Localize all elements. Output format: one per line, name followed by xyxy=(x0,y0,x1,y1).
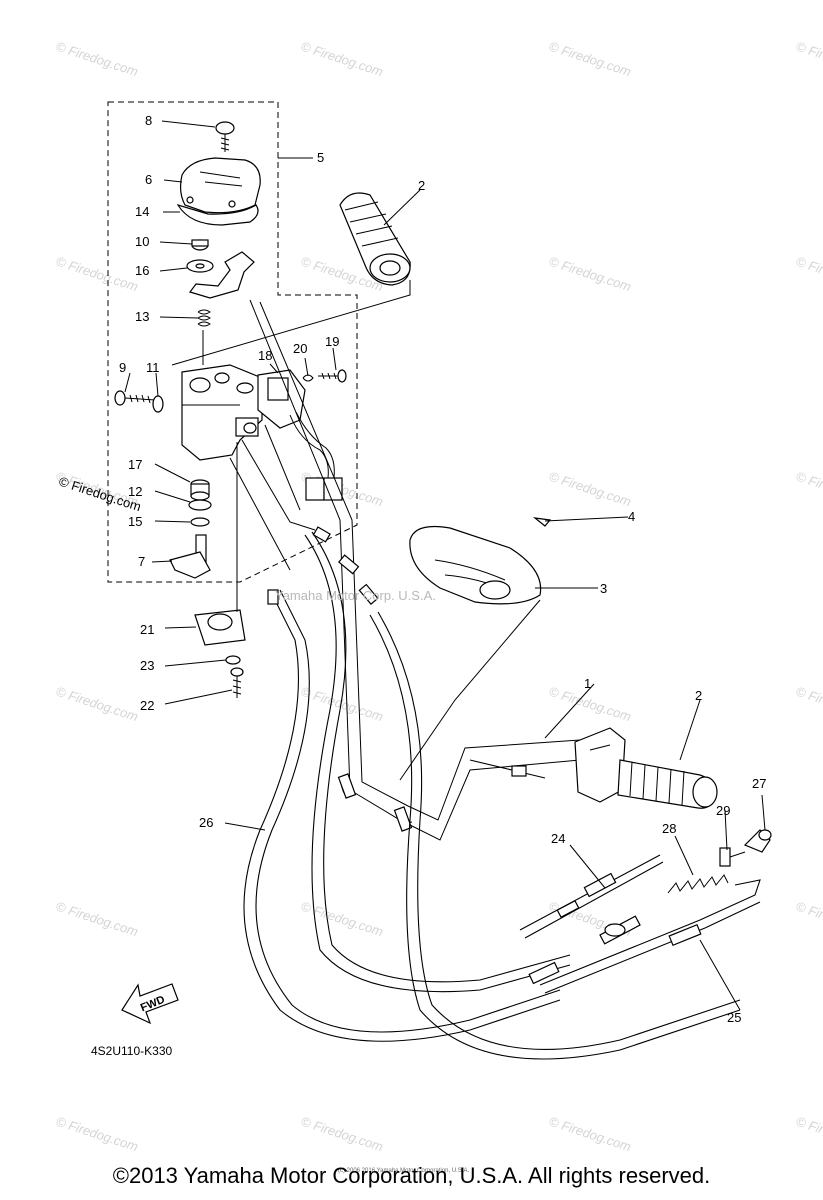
callout-2a: 2 xyxy=(418,178,425,193)
callout-22: 22 xyxy=(140,698,154,713)
callout-19: 19 xyxy=(325,334,339,349)
watermark-text: © Firedog.com xyxy=(794,39,823,80)
callout-5: 5 xyxy=(317,150,324,165)
callout-23: 23 xyxy=(140,658,154,673)
callout-9: 9 xyxy=(119,360,126,375)
watermark-text: © Firedog.com xyxy=(547,1114,633,1155)
watermark-text: © Firedog.com xyxy=(794,254,823,295)
bushing-17 xyxy=(190,479,210,501)
watermark-text: © Firedog.com xyxy=(299,684,385,725)
gasket-14 xyxy=(176,203,259,226)
washer-23 xyxy=(225,655,241,665)
assembly-box xyxy=(107,101,358,583)
watermark-text: © Firedog.com xyxy=(54,899,140,940)
bolt-22 xyxy=(230,667,244,698)
center-watermark: Yamaha Motor Corp. U.S.A. xyxy=(275,588,436,603)
boot-27 xyxy=(743,829,772,853)
clamp-21 xyxy=(194,609,246,646)
callout-26: 26 xyxy=(199,815,213,830)
callout-17: 17 xyxy=(128,457,142,472)
watermark-text: © Firedog.com xyxy=(54,39,140,80)
watermark-text: © Firedog.com xyxy=(794,684,823,725)
watermark-text: © Firedog.com xyxy=(299,39,385,80)
watermark-text: © Firedog.com xyxy=(54,684,140,725)
watermark-text: © Firedog.com xyxy=(54,1114,140,1155)
callout-3: 3 xyxy=(600,581,607,596)
callout-7: 7 xyxy=(138,554,145,569)
handle-grip-upper xyxy=(339,192,411,286)
watermark-text: © Firedog.com xyxy=(54,254,140,295)
watermark-text: © Firedog.com xyxy=(547,254,633,295)
callout-8: 8 xyxy=(145,113,152,128)
callout-29: 29 xyxy=(716,803,730,818)
adjuster-29 xyxy=(719,847,746,867)
washer-11 xyxy=(152,395,164,413)
callout-15: 15 xyxy=(128,514,142,529)
clip-4 xyxy=(532,517,552,527)
watermark-text: © Firedog.com xyxy=(299,1114,385,1155)
callout-21: 21 xyxy=(140,622,154,637)
washer-12 xyxy=(188,499,212,511)
callouts: 1 2 2 3 4 5 6 7 8 9 10 11 12 13 14 15 16… xyxy=(119,113,766,1025)
throttle-cover-3 xyxy=(409,525,542,605)
switch-housing-on-bar xyxy=(574,727,626,803)
watermark-text: © Firedog.com xyxy=(547,39,633,80)
callout-10: 10 xyxy=(135,234,149,249)
diagram-code: 4S2U110-K330 xyxy=(91,1044,172,1058)
lever-7 xyxy=(169,534,211,579)
clip-20 xyxy=(302,374,314,382)
callout-18: 18 xyxy=(258,348,272,363)
callout-1: 1 xyxy=(584,676,591,691)
washer-16 xyxy=(186,259,214,273)
callout-11: 11 xyxy=(146,360,160,375)
callout-20: 20 xyxy=(293,341,307,356)
handlebar-1 xyxy=(249,299,581,841)
callout-14: 14 xyxy=(135,204,149,219)
spring-13 xyxy=(197,309,211,327)
watermark-text: © Firedog.com xyxy=(794,469,823,510)
screw-19 xyxy=(318,369,347,383)
handle-grip-lower xyxy=(617,759,718,809)
callout-2b: 2 xyxy=(695,688,702,703)
callout-16: 16 xyxy=(135,263,149,278)
washer-15 xyxy=(190,517,210,527)
fine-print: (c) 2006 2016 Yamaha Motor Corporation, … xyxy=(338,1168,470,1174)
callout-27: 27 xyxy=(752,776,766,791)
bolt-9 xyxy=(114,390,156,406)
watermark-text: © Firedog.com xyxy=(794,899,823,940)
callout-24: 24 xyxy=(551,831,565,846)
throttle-lever-18 xyxy=(257,369,343,501)
bracket-lever xyxy=(189,251,255,299)
callout-25: 25 xyxy=(727,1010,741,1025)
spring-28 xyxy=(667,874,729,894)
nut-10 xyxy=(191,239,209,251)
callout-12: 12 xyxy=(128,484,142,499)
watermark-text: © Firedog.com xyxy=(299,899,385,940)
screw-8 xyxy=(215,121,235,152)
callout-13: 13 xyxy=(135,309,149,324)
watermark-text: © Firedog.com xyxy=(547,469,633,510)
cable-24 xyxy=(519,854,664,939)
switch-cover-6 xyxy=(179,157,261,214)
cable-25 xyxy=(528,879,761,994)
fwd-arrow: FWD xyxy=(121,983,179,1025)
cable-26 xyxy=(243,526,741,1060)
copyright-footer: ©2013 Yamaha Motor Corporation, U.S.A. A… xyxy=(112,1163,711,1188)
callout-4: 4 xyxy=(628,509,635,524)
callout-6: 6 xyxy=(145,172,152,187)
switch-housing xyxy=(181,364,263,461)
callout-28: 28 xyxy=(662,821,676,836)
watermark-text: © Firedog.com xyxy=(794,1114,823,1155)
